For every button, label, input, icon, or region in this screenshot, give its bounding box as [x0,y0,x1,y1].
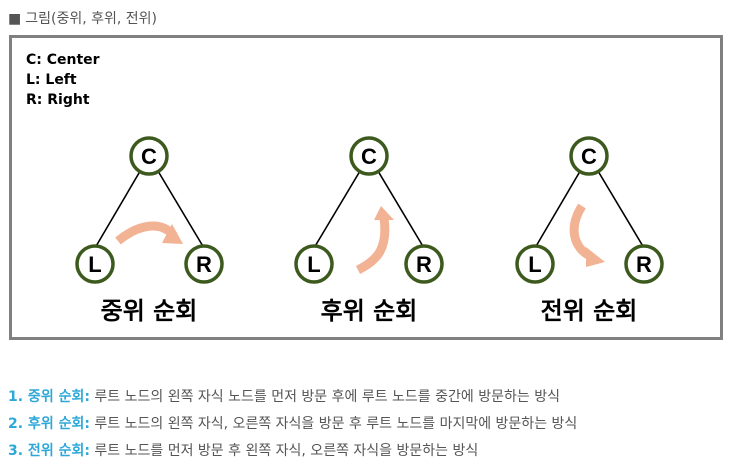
traversal-arrow [355,217,390,275]
tree-title-inorder: 중위 순회 [100,297,198,325]
tree-postorder: C L R [294,136,444,284]
note-postorder: 2. 후위 순회: 루트 노드의 왼쪽 자식, 오른쪽 자식을 방문 후 루트 … [8,411,577,438]
legend-left: L: Left [26,72,77,88]
traversal-arrow [569,203,593,261]
node-left [515,244,555,284]
figure-box: C: Center L: Left R: Right C L R C [9,35,723,340]
node-center [129,136,169,176]
node-left [75,244,115,284]
legend-right: R: Right [26,92,90,108]
note-label: 2. 후위 순회: [8,416,90,432]
note-text: 루트 노드를 먼저 방문 후 왼쪽 자식, 오른쪽 자식을 방문하는 방식 [94,443,479,459]
node-right [184,244,224,284]
note-text: 루트 노드의 왼쪽 자식, 오른쪽 자식을 방문 후 루트 노드를 마지막에 방… [94,416,578,432]
legend-center: C: Center [26,52,100,68]
node-center-label: C [141,144,157,169]
node-right [404,244,444,284]
node-right-label: R [416,252,432,277]
node-right-label: R [196,252,212,277]
square-bullet-icon: ■ [8,11,22,27]
note-label: 1. 중위 순회: [8,389,90,405]
node-left-label: L [307,252,320,277]
note-text: 루트 노드의 왼쪽 자식 노드를 먼저 방문 후에 루트 노드를 중간에 방문하… [94,389,560,405]
tree-inorder: C L R [75,136,224,284]
node-right-label: R [636,252,652,277]
node-center [569,136,609,176]
note-label: 3. 전위 순회: [8,443,90,459]
tree-title-preorder: 전위 순회 [540,297,638,325]
node-center-label: C [361,144,377,169]
note-preorder: 3. 전위 순회: 루트 노드를 먼저 방문 후 왼쪽 자식, 오른쪽 자식을 … [8,438,577,465]
traversal-diagrams: C L R C L R C L R [75,136,664,284]
figure-caption: ■그림(중위, 후위, 전위) [8,8,157,28]
notes-list: 1. 중위 순회: 루트 노드의 왼쪽 자식 노드를 먼저 방문 후에 루트 노… [8,384,577,465]
node-right [624,244,664,284]
node-center [349,136,389,176]
caption-text: 그림(중위, 후위, 전위) [25,11,157,27]
tree-title-postorder: 후위 순회 [320,297,418,325]
arrow-head [586,247,605,267]
node-left [294,244,334,284]
note-inorder: 1. 중위 순회: 루트 노드의 왼쪽 자식 노드를 먼저 방문 후에 루트 노… [8,384,577,411]
node-left-label: L [528,252,541,277]
arrow-head [374,206,394,220]
tree-preorder: C L R [515,136,664,284]
node-center-label: C [581,144,597,169]
arrow-head [162,224,183,244]
node-left-label: L [88,252,101,277]
legend: C: Center L: Left R: Right [26,50,100,110]
